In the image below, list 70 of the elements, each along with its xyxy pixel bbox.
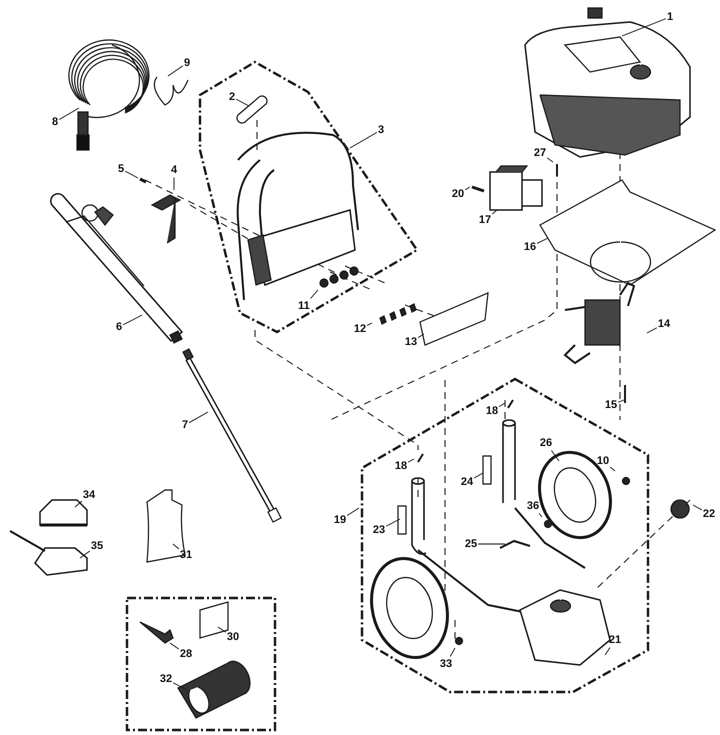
leader-line bbox=[408, 458, 414, 463]
callout-number: 26 bbox=[540, 436, 552, 450]
callout-number: 17 bbox=[478, 214, 492, 226]
leader-line bbox=[646, 327, 658, 334]
callout-number: 4 bbox=[170, 164, 178, 176]
leader-line bbox=[310, 290, 318, 299]
callout-number: 20 bbox=[452, 188, 464, 200]
leader-line bbox=[168, 65, 184, 76]
leader-line bbox=[346, 508, 360, 516]
callout-number: 27 bbox=[534, 146, 546, 160]
callout-number: 8 bbox=[52, 116, 58, 128]
callout-number: 10 bbox=[596, 454, 610, 468]
leader-line bbox=[236, 98, 250, 106]
leader-line bbox=[464, 186, 470, 190]
leader-line bbox=[386, 518, 400, 527]
leader-line bbox=[218, 626, 226, 633]
callout-number: 34 bbox=[82, 488, 96, 502]
callout-number: 18 bbox=[394, 460, 408, 472]
leader-line bbox=[188, 412, 208, 424]
leader-line bbox=[604, 647, 610, 656]
callout-number: 15 bbox=[604, 398, 618, 412]
callout-number: 21 bbox=[608, 634, 622, 646]
leader-line bbox=[546, 157, 554, 162]
callout-number: 24 bbox=[460, 476, 474, 488]
callout-number: 12 bbox=[354, 322, 366, 336]
leader-line bbox=[122, 314, 142, 326]
callout-number: 18 bbox=[486, 404, 498, 418]
callout-number: 6 bbox=[116, 320, 122, 334]
leader-line bbox=[450, 648, 456, 657]
leader-line bbox=[124, 170, 138, 178]
callout-number: 1 bbox=[666, 10, 674, 24]
leader-line bbox=[58, 108, 80, 120]
callout-number: 32 bbox=[160, 672, 172, 686]
leader-line bbox=[692, 504, 702, 510]
leader-line bbox=[618, 400, 624, 403]
leader-line bbox=[474, 472, 484, 478]
callout-number: 11 bbox=[298, 300, 310, 312]
callout-number: 22 bbox=[702, 508, 716, 520]
leader-line bbox=[418, 334, 424, 338]
callout-number: 30 bbox=[226, 630, 240, 644]
leader-line bbox=[80, 550, 90, 558]
leader-line bbox=[492, 210, 498, 215]
callout-number: 2 bbox=[228, 90, 236, 104]
callout-number: 13 bbox=[404, 336, 418, 348]
leader-line bbox=[172, 682, 188, 690]
leader-line bbox=[366, 322, 372, 326]
callout-number: 28 bbox=[180, 648, 192, 660]
leader-line bbox=[74, 500, 82, 508]
callout-number: 9 bbox=[184, 56, 190, 70]
callout-number: 3 bbox=[378, 124, 384, 136]
leader-line bbox=[170, 642, 180, 650]
leader-line bbox=[622, 18, 666, 36]
callout-number: 7 bbox=[182, 418, 188, 432]
leader-line bbox=[550, 450, 560, 462]
callout-number: 33 bbox=[440, 658, 452, 670]
callout-number: 25 bbox=[464, 538, 478, 550]
callout-number: 16 bbox=[524, 240, 536, 254]
callout-number: 5 bbox=[118, 162, 124, 176]
leader-line bbox=[538, 513, 542, 518]
leader-line bbox=[350, 132, 378, 148]
callout-number: 35 bbox=[90, 540, 104, 552]
leader-line bbox=[172, 544, 180, 550]
leader-line bbox=[536, 238, 548, 244]
callout-number: 31 bbox=[180, 548, 192, 562]
callout-number: 36 bbox=[526, 500, 540, 512]
leader-line bbox=[498, 402, 506, 408]
leader-line bbox=[610, 466, 616, 472]
callout-number: 14 bbox=[658, 318, 670, 330]
callout-number: 23 bbox=[372, 524, 386, 536]
callout-number: 19 bbox=[334, 514, 346, 526]
